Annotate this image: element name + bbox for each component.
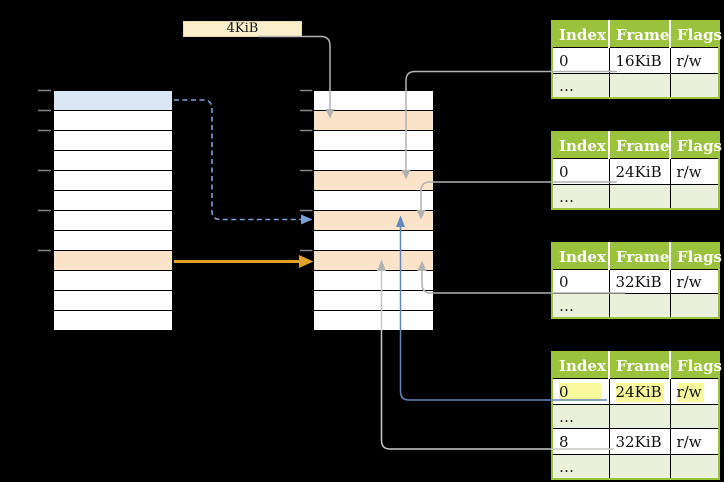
memory-row xyxy=(54,91,172,111)
table-row: 0 16KiB r/w xyxy=(551,47,720,74)
memory-row xyxy=(314,291,433,311)
memory-row xyxy=(54,191,172,211)
page-table-32kib: Index Frame Flags 0 32KiB r/w … xyxy=(551,242,722,319)
memory-row xyxy=(314,151,433,171)
memory-row xyxy=(314,251,433,271)
column-header-index: Index xyxy=(552,243,610,270)
virtual-memory-array xyxy=(53,90,173,331)
table-row-ellipsis: … xyxy=(551,404,720,429)
page-table-16kib: Index Frame Flags 0 16KiB r/w … xyxy=(551,20,722,99)
column-header-index: Index xyxy=(552,21,610,48)
physical-memory-array xyxy=(313,90,434,331)
column-header-index: Index xyxy=(552,352,610,379)
memory-row xyxy=(54,211,172,231)
page-size-label: 4KiB xyxy=(183,21,302,37)
table-row: 8 32KiB r/w xyxy=(551,428,720,455)
page-table-root: Index Frame Flags 0 24KiB r/w … 8 32KiB … xyxy=(551,351,722,480)
column-header-frame: Frame xyxy=(609,21,671,48)
cell-index: 0 xyxy=(551,158,610,185)
table-row: 0 32KiB r/w xyxy=(551,269,720,294)
cell-flags: r/w xyxy=(669,158,720,185)
column-header-flags: Flags xyxy=(670,352,722,379)
arrow-virtual-to-physical-gold xyxy=(174,255,314,268)
cell-frame: 32KiB xyxy=(608,428,671,455)
cell-frame xyxy=(608,404,671,429)
cell-frame xyxy=(608,293,671,319)
cell-index: … xyxy=(551,293,610,319)
table-row-highlighted: 0 24KiB r/w xyxy=(551,378,720,405)
memory-row xyxy=(54,131,172,151)
cell-frame: 32KiB xyxy=(608,269,671,294)
table-row-ellipsis: … xyxy=(551,454,720,480)
memory-row xyxy=(54,311,172,330)
table-header-row: Index Frame Flags xyxy=(552,21,722,48)
cell-flags: r/w xyxy=(669,428,720,455)
page-table-24kib: Index Frame Flags 0 24KiB r/w … xyxy=(551,131,722,210)
table-row-ellipsis: … xyxy=(551,293,720,319)
table-header-row: Index Frame Flags xyxy=(552,352,722,379)
table-row: 0 24KiB r/w xyxy=(551,158,720,185)
memory-row xyxy=(54,291,172,311)
memory-row xyxy=(314,271,433,291)
cell-index: 0 xyxy=(551,47,610,74)
memory-row xyxy=(314,231,433,251)
cell-frame: 24KiB xyxy=(608,378,671,405)
cell-flags: r/w xyxy=(669,269,720,294)
cell-flags xyxy=(669,184,720,210)
column-header-flags: Flags xyxy=(670,243,722,270)
cell-frame xyxy=(608,73,671,99)
cell-flags xyxy=(669,73,720,99)
memory-row xyxy=(54,251,172,271)
cell-flags xyxy=(669,293,720,319)
memory-row xyxy=(54,151,172,171)
memory-row xyxy=(314,191,433,211)
table-row-ellipsis: … xyxy=(551,73,720,99)
cell-index: 0 xyxy=(551,378,610,405)
column-header-frame: Frame xyxy=(609,243,671,270)
cell-index: … xyxy=(551,73,610,99)
cell-flags: r/w xyxy=(669,47,720,74)
cell-flags: r/w xyxy=(669,378,720,405)
memory-row xyxy=(54,111,172,131)
column-header-frame: Frame xyxy=(609,352,671,379)
table-header-row: Index Frame Flags xyxy=(552,132,722,159)
highlight-flags: r/w xyxy=(676,382,704,402)
cell-index: 0 xyxy=(551,269,610,294)
table-header-row: Index Frame Flags xyxy=(552,243,722,270)
memory-row xyxy=(314,311,433,330)
memory-row xyxy=(314,91,433,111)
cell-index: … xyxy=(551,184,610,210)
highlight-index: 0 xyxy=(559,382,601,401)
arrow-virtual-to-physical-dashed xyxy=(174,99,313,225)
memory-row xyxy=(54,231,172,251)
cell-index: … xyxy=(551,454,610,480)
memory-row xyxy=(314,111,433,131)
cell-frame xyxy=(608,454,671,480)
cell-flags xyxy=(669,454,720,480)
memory-row xyxy=(314,171,433,191)
cell-frame: 16KiB xyxy=(608,47,671,74)
memory-row xyxy=(54,171,172,191)
cell-flags xyxy=(669,404,720,429)
column-header-flags: Flags xyxy=(670,21,722,48)
column-header-frame: Frame xyxy=(609,132,671,159)
cell-index: 8 xyxy=(551,428,610,455)
table-row-ellipsis: … xyxy=(551,184,720,210)
memory-row xyxy=(54,271,172,291)
cell-frame: 24KiB xyxy=(608,158,671,185)
memory-row xyxy=(314,131,433,151)
column-header-flags: Flags xyxy=(670,132,722,159)
cell-index: … xyxy=(551,404,610,429)
column-header-index: Index xyxy=(552,132,610,159)
memory-row xyxy=(314,211,433,231)
cell-frame xyxy=(608,184,671,210)
highlight-frame: 24KiB xyxy=(615,382,664,402)
